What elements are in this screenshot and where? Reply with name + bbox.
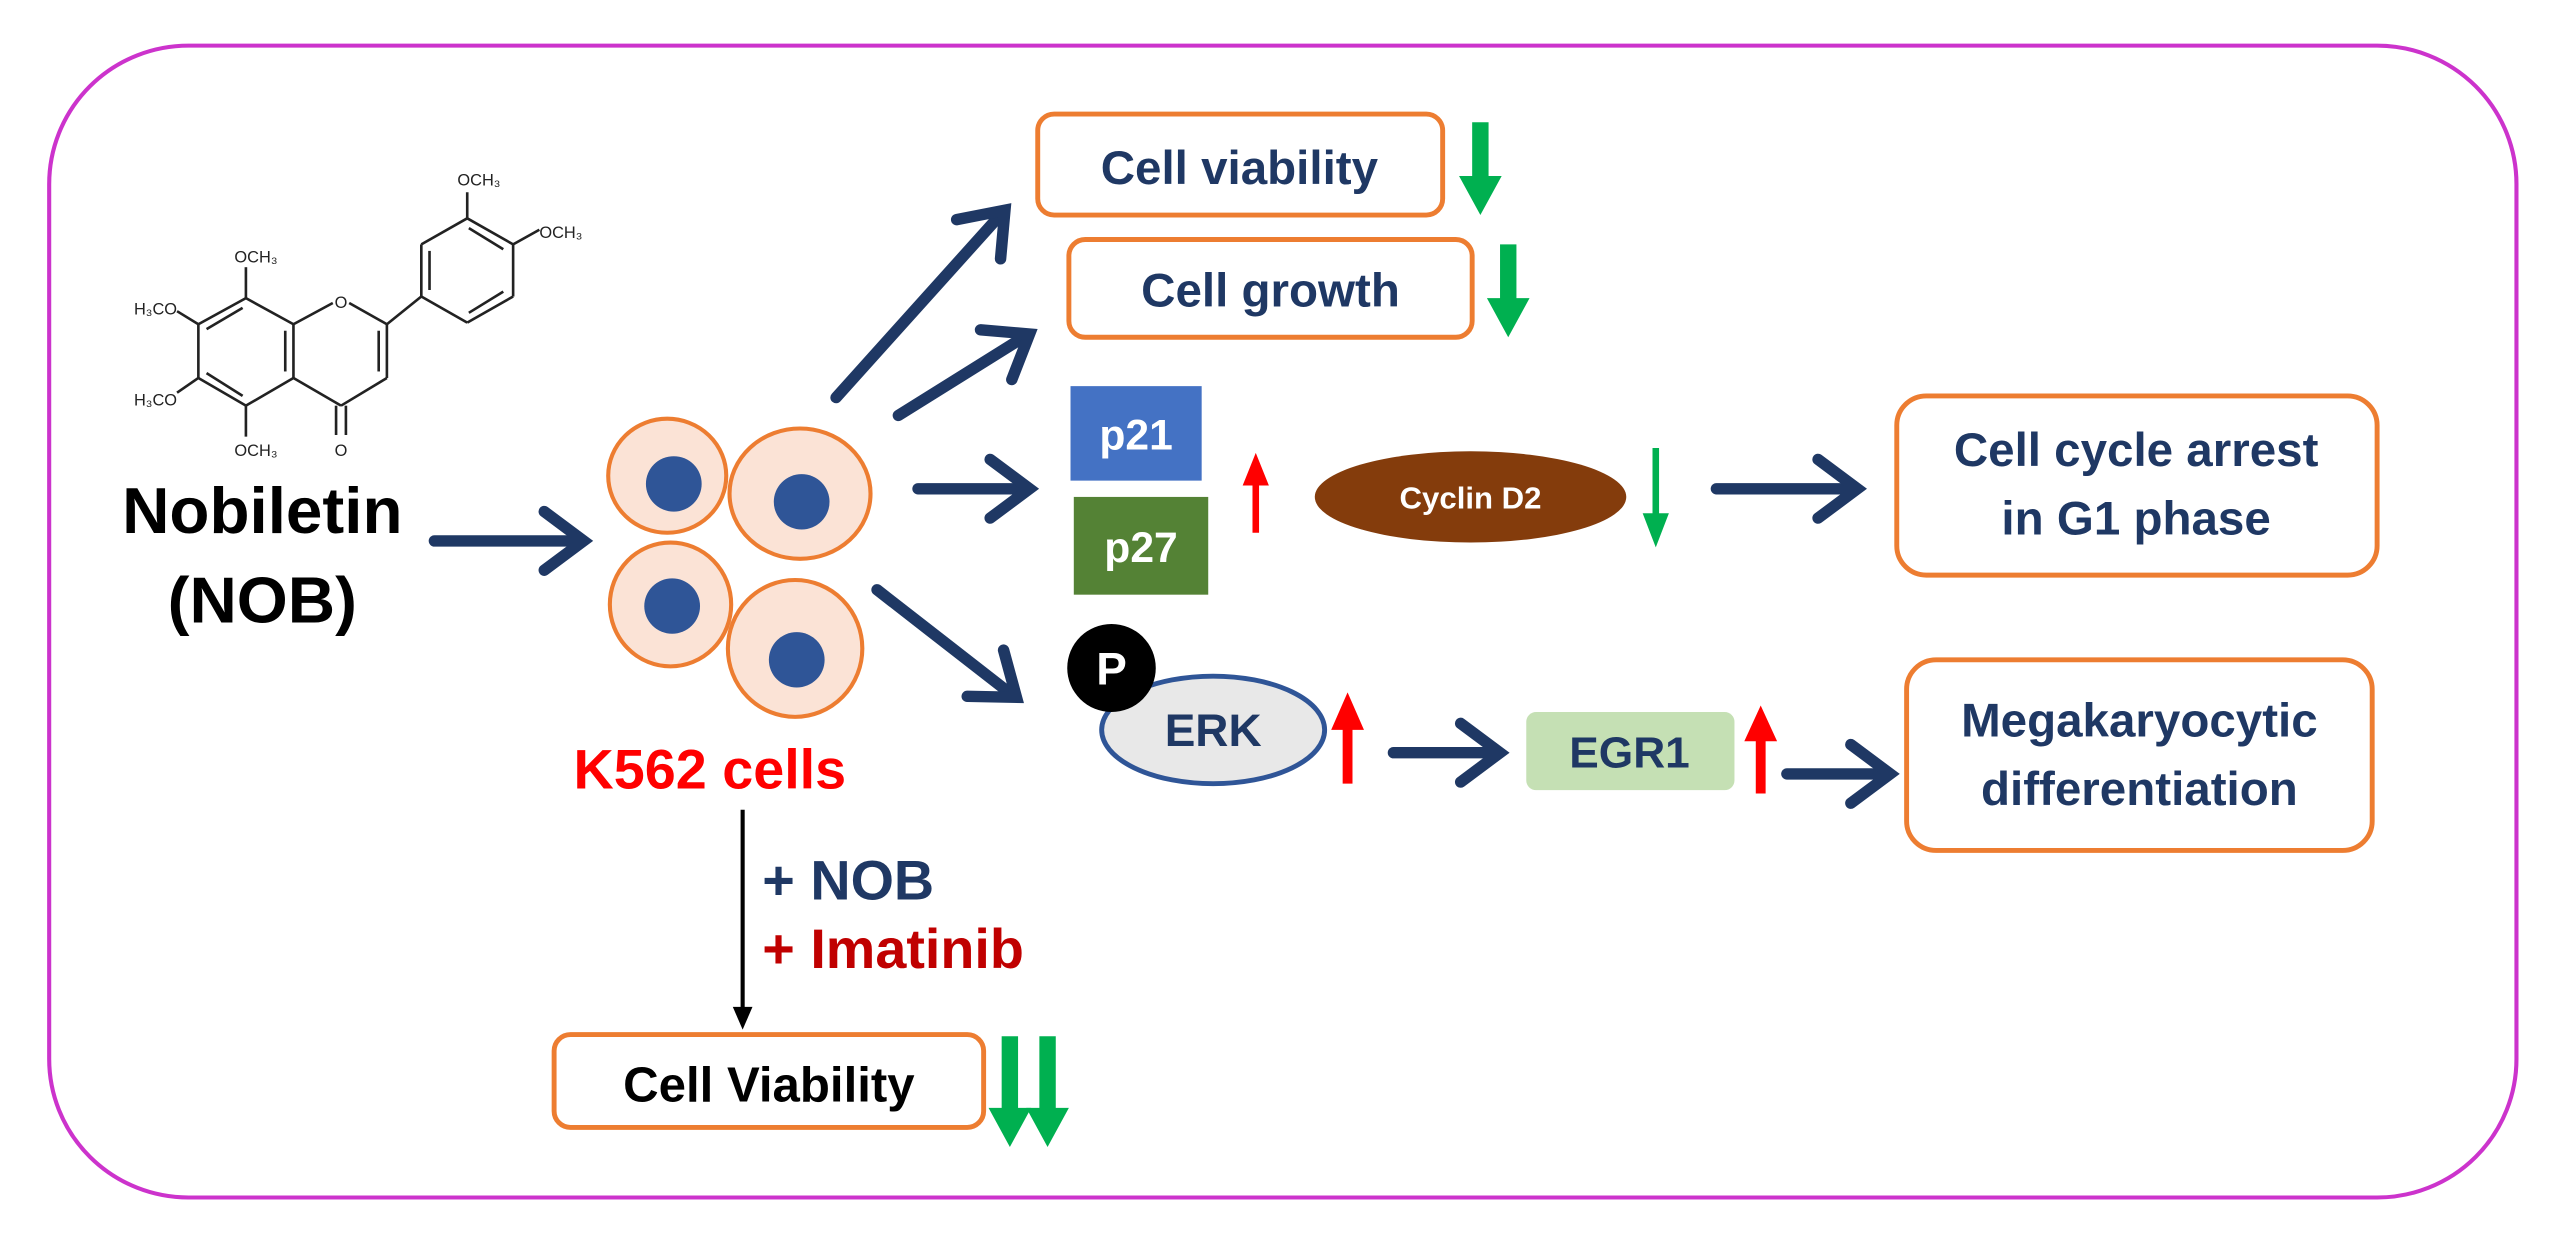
nobiletin-structure: OCH₃ OCH₃ OCH₃ H₃CO H₃CO OCH₃ O O xyxy=(134,172,582,460)
outer-frame xyxy=(47,43,2519,1200)
cyclin-d2-label: Cyclin D2 xyxy=(1400,480,1542,515)
cell-viability-box xyxy=(1035,111,1446,218)
p21-p27-increase-arrow-icon xyxy=(1242,452,1269,533)
cell-viability-label: Cell viability xyxy=(1101,142,1379,195)
egr1-increase-arrow-icon xyxy=(1744,705,1778,794)
cell-growth-label: Cell growth xyxy=(1141,264,1400,317)
viability-decrease-arrow-icon xyxy=(1459,122,1502,216)
structure-label: OCH₃ xyxy=(234,248,277,266)
arrow-cells-to-p21-p27 xyxy=(912,453,1040,524)
arrow-cyclin-to-arrest xyxy=(1710,453,1867,524)
arrow-combination-down xyxy=(732,809,753,1030)
p27-label: p27 xyxy=(1104,525,1177,572)
structure-label: H₃CO xyxy=(134,300,177,318)
differentiation-line2: differentiation xyxy=(1981,763,2298,816)
structure-label: OCH₃ xyxy=(539,224,582,242)
arrow-egr1-to-differentiation xyxy=(1781,738,1900,809)
cell-growth-box xyxy=(1066,237,1475,340)
structure-label: O xyxy=(335,294,348,312)
k562-cells-icon xyxy=(606,416,873,719)
structure-label: O xyxy=(335,442,348,460)
structure-label: OCH₃ xyxy=(234,442,277,460)
arrow-cells-to-erk xyxy=(871,584,1024,704)
cell-cycle-arrest-line2: in G1 phase xyxy=(2001,493,2270,546)
phospho-badge xyxy=(1067,624,1156,712)
cell-cycle-arrest-line1: Cell cycle arrest xyxy=(1954,424,2319,477)
egr1-label: EGR1 xyxy=(1569,728,1689,777)
differentiation-box xyxy=(1904,657,2375,853)
compound-abbreviation: (NOB) xyxy=(168,564,357,637)
erk-increase-arrow-icon xyxy=(1331,692,1364,784)
cell-cycle-arrest-box xyxy=(1894,393,2380,578)
combination-viability-box xyxy=(551,1032,987,1130)
erk-label: ERK xyxy=(1165,705,1262,756)
combination-viability-label: Cell Viability xyxy=(623,1059,914,1113)
differentiation-line1: Megakaryocytic xyxy=(1961,695,2318,748)
cyclin-decrease-arrow-icon xyxy=(1642,448,1669,548)
double-decrease-arrow-icon xyxy=(988,1036,1069,1147)
structure-label: OCH₃ xyxy=(457,172,500,190)
growth-decrease-arrow-icon xyxy=(1486,244,1530,338)
p21-box xyxy=(1070,386,1202,481)
structure-label: H₃CO xyxy=(134,392,177,410)
arrow-erk-to-egr1 xyxy=(1387,717,1510,788)
arrow-compound-to-cells xyxy=(428,505,594,576)
p21-label: p21 xyxy=(1099,413,1172,460)
erk-ellipse xyxy=(1099,673,1328,787)
compound-name: Nobiletin xyxy=(122,474,402,547)
cells-label: K562 cells xyxy=(574,739,847,801)
arrow-cells-to-viability xyxy=(830,203,1012,404)
combination-drug-imatinib: + Imatinib xyxy=(762,918,1024,980)
cyclin-d2-ellipse xyxy=(1314,451,1627,543)
egr1-box xyxy=(1526,711,1735,791)
p27-box xyxy=(1073,496,1209,595)
combination-drug-nob: + NOB xyxy=(762,849,934,911)
phospho-label: P xyxy=(1096,643,1127,694)
arrow-cells-to-growth xyxy=(892,324,1038,422)
